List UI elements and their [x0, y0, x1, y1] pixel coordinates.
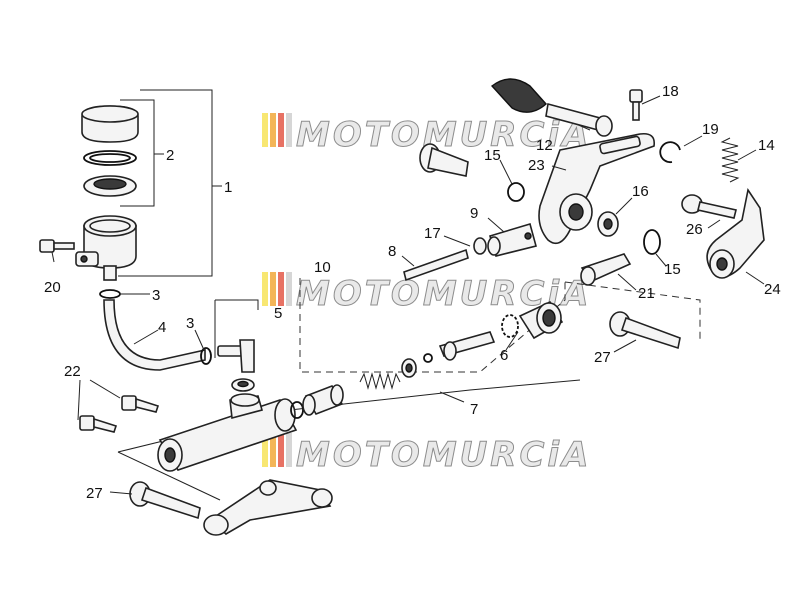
- bolt-27-left: [129, 481, 201, 520]
- watermark-text: MOTOMURCiA: [296, 115, 591, 155]
- callout-21: 21: [638, 285, 655, 302]
- washer-16: [597, 211, 619, 237]
- callout-15: 15: [664, 261, 681, 278]
- callout-27: 27: [594, 349, 611, 366]
- elbow-fitting: [217, 339, 255, 373]
- bolt-27-right: [609, 311, 681, 350]
- callout-23: 23: [528, 157, 545, 174]
- callout-3: 3: [186, 315, 194, 332]
- bracket-2: [120, 99, 155, 207]
- callout-7: 7: [470, 401, 478, 418]
- lower-mounting-bracket: [203, 479, 333, 536]
- dashed-frame-lever: [564, 281, 701, 340]
- bolt-26: [681, 194, 737, 219]
- piston-rod: [438, 331, 496, 361]
- piston-spring: [359, 372, 401, 390]
- callout-26: 26: [686, 221, 703, 238]
- watermark-text: MOTOMURCiA: [296, 274, 591, 314]
- lever-24: [706, 187, 765, 279]
- callout-2: 2: [166, 147, 174, 164]
- bracket-21: [580, 253, 632, 286]
- callout-22: 22: [64, 363, 81, 380]
- callout-12: 12: [536, 137, 553, 154]
- circlip-6: [501, 314, 519, 338]
- callout-10: 10: [314, 259, 331, 276]
- bracket-1: [118, 89, 213, 277]
- dashed-frame-10: [299, 278, 566, 373]
- callout-8: 8: [388, 243, 396, 260]
- master-cylinder-body: [157, 393, 298, 472]
- piston-sleeve: [302, 384, 344, 416]
- reservoir-body: [75, 215, 137, 281]
- screw-18: [629, 89, 643, 121]
- reservoir-cap: [81, 105, 139, 143]
- o-ring-15-lower: [643, 229, 661, 255]
- watermark-top: MOTOMURCiA: [262, 113, 591, 156]
- bracket-5: [214, 299, 259, 358]
- callout-5: 5: [274, 305, 282, 322]
- callout-15: 15: [484, 147, 501, 164]
- pedal-peg-pin: [545, 102, 613, 137]
- pushrod-8: [403, 248, 469, 282]
- watermark-text: MOTOMURCiA: [296, 435, 591, 475]
- reservoir-diaphragm: [83, 175, 137, 197]
- callout-19: 19: [702, 121, 719, 138]
- locknut-17: [473, 237, 487, 255]
- bolt-22-upper: [121, 395, 160, 413]
- bolt-22-lower: [79, 415, 118, 433]
- callout-1: 1: [224, 179, 232, 196]
- pivot-bolt-12: [419, 143, 469, 177]
- callout-6: 6: [500, 347, 508, 364]
- clevis-9: [487, 222, 537, 257]
- circlip-19: [659, 141, 681, 164]
- o-ring-15-upper: [507, 182, 525, 202]
- callout-18: 18: [662, 83, 679, 100]
- spring-14: [720, 137, 740, 183]
- fitting-washer: [231, 378, 255, 392]
- hose-clamp-lower: [200, 347, 212, 365]
- pedal-rubber: [490, 78, 547, 113]
- hose-clamp-upper: [99, 289, 121, 299]
- pedal-lever-23: [538, 132, 656, 245]
- callout-4: 4: [158, 319, 166, 336]
- bolt-20: [39, 239, 75, 253]
- watermark-bottom: MOTOMURCiA: [262, 433, 591, 476]
- callout-16: 16: [632, 183, 649, 200]
- watermark-middle: MOTOMURCiA: [262, 272, 591, 315]
- cap-gasket: [83, 150, 137, 166]
- dust-boot-6: [518, 300, 564, 340]
- hose: [103, 299, 206, 371]
- callout-9: 9: [470, 205, 478, 222]
- callout-24: 24: [764, 281, 781, 298]
- callout-20: 20: [44, 279, 61, 296]
- callout-3: 3: [152, 287, 160, 304]
- callout-27: 27: [86, 485, 103, 502]
- piston-seal: [401, 358, 417, 378]
- callout-14: 14: [758, 137, 775, 154]
- callout-17: 17: [424, 225, 441, 242]
